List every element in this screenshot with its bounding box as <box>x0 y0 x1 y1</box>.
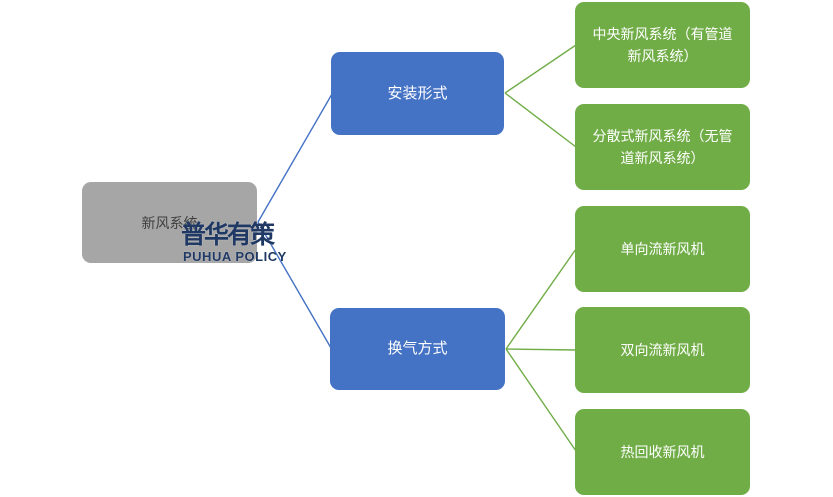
node-heat-recovery-fan: 热回收新风机 <box>575 409 750 495</box>
connector-root-ventilation <box>257 221 332 349</box>
connector-ventilation-bidirectional <box>505 348 577 351</box>
connector-ventilation-heat-recovery <box>505 348 577 452</box>
node-central-system: 中央新风系统（有管道新风系统） <box>575 2 750 88</box>
node-install-type: 安装形式 <box>331 52 504 135</box>
node-ventilation-mode: 换气方式 <box>330 308 505 390</box>
node-bidirectional-fan: 双向流新风机 <box>575 307 750 393</box>
node-distributed-system: 分散式新风系统（无管道新风系统） <box>575 104 750 190</box>
connector-root-install <box>257 93 333 223</box>
node-root: 新风系统 <box>82 182 257 263</box>
node-unidirectional-fan: 单向流新风机 <box>575 206 750 292</box>
connector-install-central <box>504 44 577 94</box>
connector-ventilation-unidirectional <box>505 248 577 350</box>
connector-install-distributed <box>504 92 577 148</box>
